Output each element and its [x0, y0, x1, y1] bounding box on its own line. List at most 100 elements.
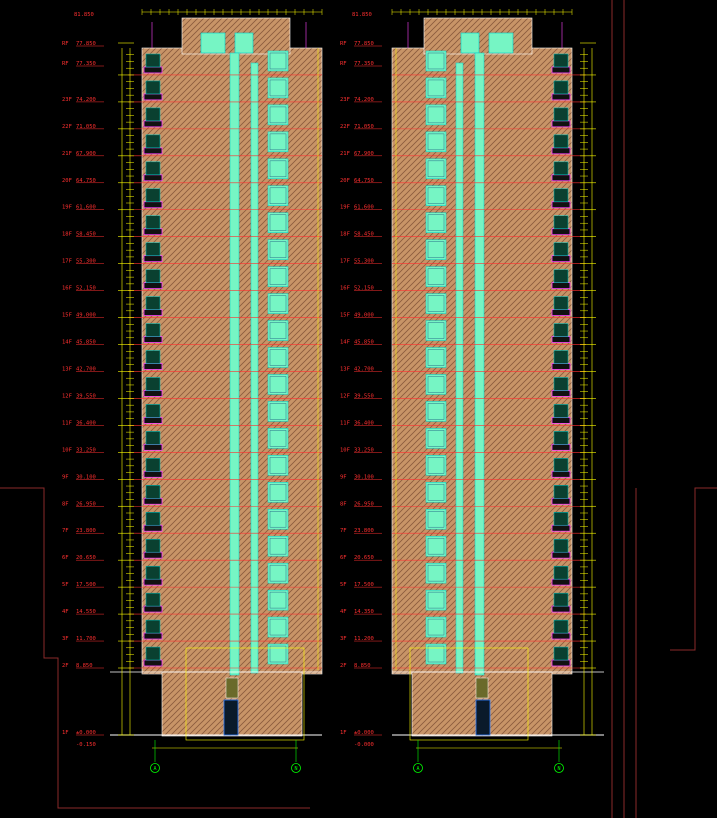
window-mullion [269, 349, 287, 366]
floor-label: 1F [340, 730, 347, 736]
window-mullion [427, 160, 445, 178]
floor-label: 21F [340, 151, 350, 157]
window-mullion [269, 430, 287, 447]
floor-label: 6F [340, 555, 347, 561]
window-main [267, 428, 289, 449]
window-main [267, 347, 289, 368]
floor-elevation: 64.750 [76, 178, 96, 184]
axis-marker-left-label: A [153, 766, 156, 772]
window-main [267, 320, 289, 341]
floor-elevation: 36.400 [354, 420, 374, 426]
balcony-glazing [145, 296, 161, 310]
balcony [551, 659, 571, 667]
balcony-glazing [145, 215, 161, 229]
window-mullion [427, 187, 445, 204]
window-main [425, 320, 447, 341]
balcony-glazing [553, 538, 569, 553]
floor-label: 1F [62, 730, 69, 736]
top-elevation: 81.850 [74, 12, 94, 18]
floor-label: 13F [340, 366, 350, 372]
entrance-canopy [225, 677, 239, 699]
balcony [551, 390, 571, 397]
balcony-glazing [145, 404, 161, 418]
balcony-glazing [145, 592, 161, 607]
floor-elevation: 20.650 [76, 555, 96, 561]
balcony [143, 497, 163, 505]
window-mullion [269, 79, 287, 97]
balcony-glazing [553, 80, 569, 95]
floor-elevation: 17.500 [76, 582, 96, 588]
window-main [267, 293, 289, 314]
balcony [143, 416, 163, 424]
window-mullion [269, 241, 287, 258]
window-main [425, 131, 447, 153]
floor-label: 3F [62, 636, 69, 642]
podium-outline [185, 647, 305, 741]
balcony [551, 632, 571, 640]
floor-elevation: 71.050 [354, 124, 374, 130]
floor-elevation: 30.100 [354, 474, 374, 480]
floor-elevation: 23.800 [76, 528, 96, 534]
balcony [551, 416, 571, 424]
floor-label: 16F [62, 286, 72, 292]
floor-elevation: 17.500 [354, 582, 374, 588]
entrance-door [475, 699, 491, 736]
floor-label: 14F [340, 340, 350, 346]
floor-elevation: 61.600 [354, 205, 374, 211]
window-mullion [269, 618, 287, 636]
glazing-strip-secondary [250, 62, 259, 674]
floor-elevation: 20.650 [354, 555, 374, 561]
balcony [143, 443, 163, 451]
balcony-glazing [553, 404, 569, 418]
window-mullion [269, 484, 287, 501]
floor-elevation: 39.550 [76, 393, 96, 399]
window-main [267, 643, 289, 665]
floor-label: 10F [340, 447, 350, 453]
balcony [143, 255, 163, 263]
floor-label: 21F [62, 151, 72, 157]
floor-elevation: 74.200 [354, 97, 374, 103]
roof-window-2 [460, 32, 480, 54]
window-main [267, 212, 289, 233]
window-main [425, 104, 447, 126]
balcony-glazing [145, 350, 161, 364]
balcony-glazing [553, 458, 569, 472]
window-mullion [427, 106, 445, 124]
balcony-glazing [145, 485, 161, 499]
axis-marker-right-circle [291, 763, 301, 773]
floor-elevation: 11.200 [354, 636, 374, 642]
balcony [143, 336, 163, 343]
floor-elevation: 55.300 [354, 259, 374, 265]
floor-elevation: 58.450 [76, 232, 96, 238]
floor-elevation: 33.250 [76, 447, 96, 453]
glazing-strip-secondary [455, 62, 464, 674]
glazing-strip-core [229, 52, 240, 676]
window-main [267, 374, 289, 395]
balcony-glazing [145, 161, 161, 176]
window-main [425, 77, 447, 99]
axis-marker-right-circle [413, 763, 423, 773]
balcony-glazing [553, 512, 569, 526]
floor-label: 11F [340, 420, 350, 426]
window-main [425, 239, 447, 260]
balcony [143, 470, 163, 478]
floor-elevation: 52.150 [76, 286, 96, 292]
window-main [267, 455, 289, 476]
balcony [551, 66, 571, 74]
balcony [551, 605, 571, 613]
floor-elevation: 33.250 [354, 447, 374, 453]
balcony [551, 578, 571, 586]
floor-label: 4F [62, 609, 69, 615]
floor-label: RF [340, 61, 347, 67]
balcony [551, 336, 571, 343]
floor-label: RF [62, 61, 69, 67]
floor-elevation: 74.200 [76, 97, 96, 103]
floor-label: 12F [340, 393, 350, 399]
axis-marker-right-label: A [416, 766, 419, 772]
floor-elevation: 26.950 [76, 501, 96, 507]
window-mullion [269, 645, 287, 663]
floor-label: 14F [62, 340, 72, 346]
